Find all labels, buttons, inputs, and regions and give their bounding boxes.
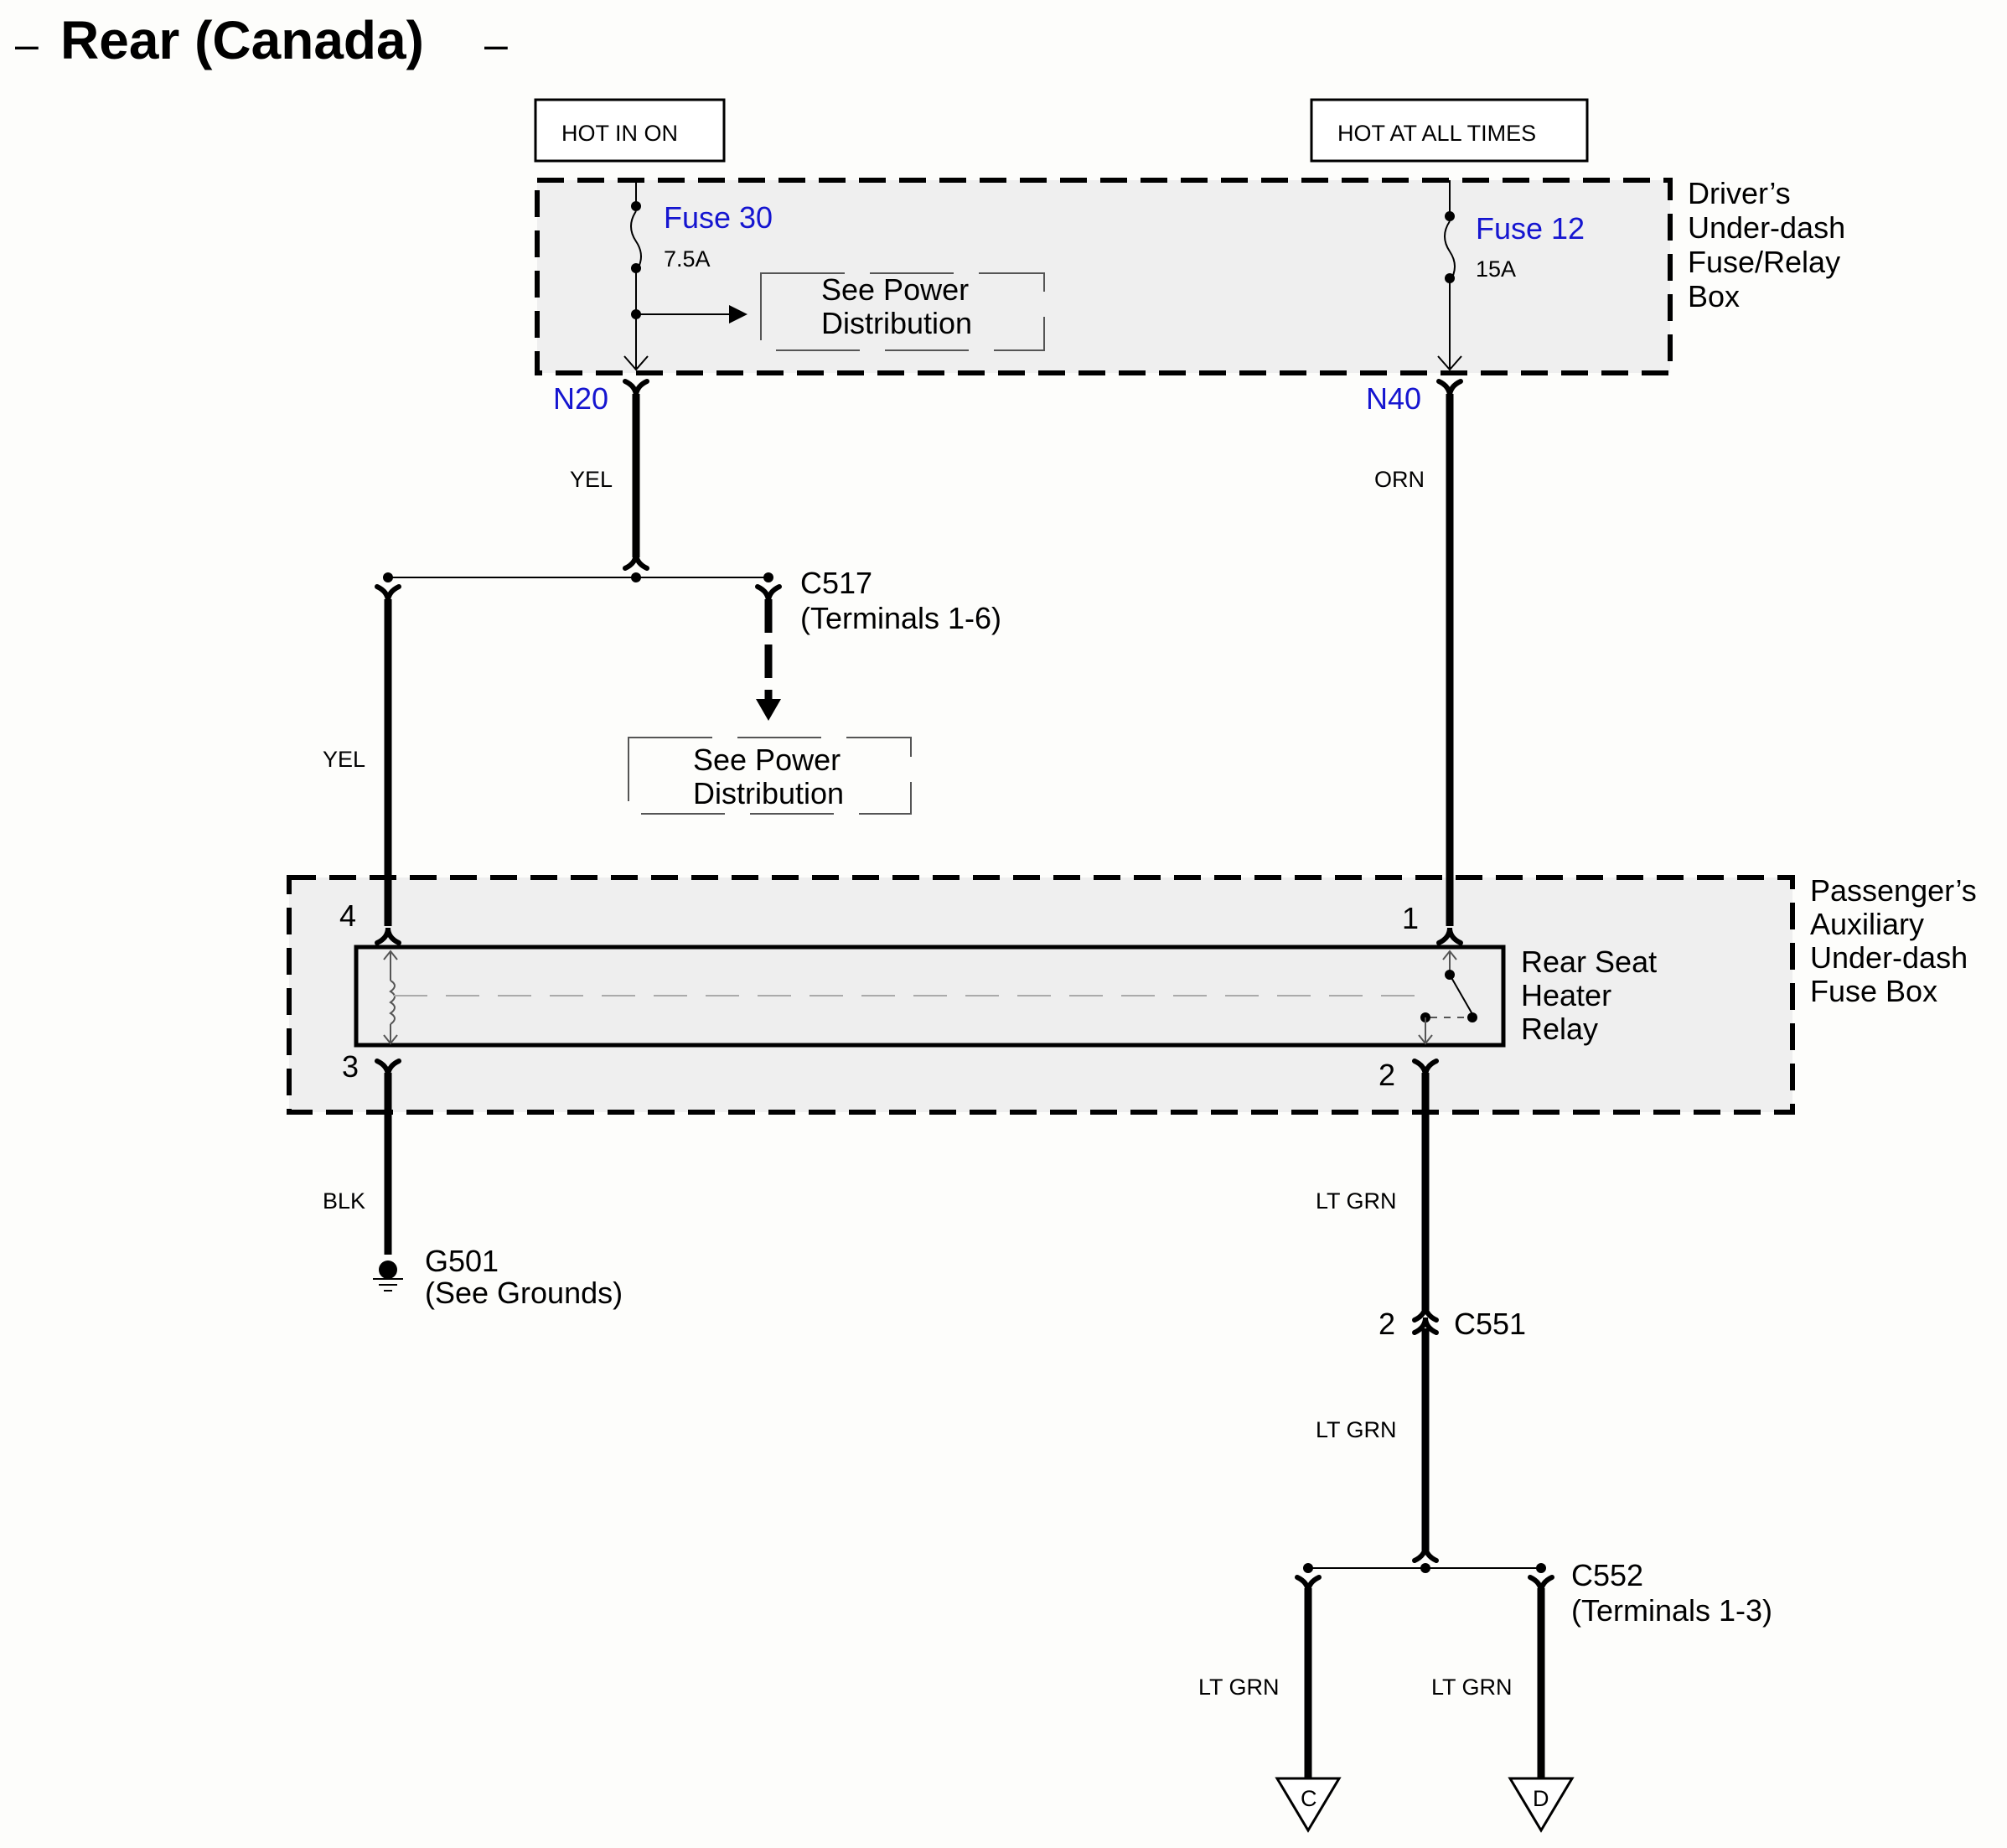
wire-yel-left-color: YEL: [323, 747, 365, 772]
c551-connector-top-icon: [1412, 1304, 1439, 1323]
hot-at-all-times-label: HOT AT ALL TIMES: [1337, 121, 1536, 146]
wire-ltgrn-1-color: LT GRN: [1316, 1188, 1397, 1214]
relay-label-3: Relay: [1521, 1012, 1598, 1046]
see-power-dist-2-line1[interactable]: See Power: [693, 743, 841, 777]
c551-label: C551: [1454, 1307, 1526, 1341]
ground-note[interactable]: (See Grounds): [425, 1276, 623, 1310]
fuse-12-label: Fuse 12: [1476, 211, 1585, 246]
relay-coil-icon: [389, 980, 396, 1025]
pin-4-connector-icon: [375, 927, 401, 945]
fuse-30-label: Fuse 30: [664, 200, 773, 235]
relay-label-2: Heater: [1521, 978, 1611, 1012]
ground-icon: [373, 1260, 403, 1292]
passenger-box-label-4: Fuse Box: [1810, 974, 1937, 1008]
fuse-12-icon: [1444, 220, 1456, 282]
pin-4-label: 4: [339, 898, 356, 933]
continuation-d-label: D: [1533, 1786, 1549, 1811]
hot-in-on-label: HOT IN ON: [561, 121, 678, 146]
driver-fuse-relay-box: Fuse 30 7.5A See Power Distribution Fuse…: [535, 176, 1845, 375]
title-dash-right: –: [484, 21, 508, 68]
page-title: Rear (Canada): [60, 10, 424, 70]
fuse-12-rating: 15A: [1476, 256, 1516, 282]
fuse-30-rating: 7.5A: [664, 246, 711, 272]
pin-2-label: 2: [1379, 1058, 1395, 1092]
passenger-box-label-3: Under-dash: [1810, 940, 1968, 975]
arrow-down-icon: [756, 699, 781, 721]
wire-ltgrn-2-color: LT GRN: [1316, 1417, 1397, 1442]
c517-terminals: (Terminals 1-6): [800, 601, 1001, 635]
continuation-c-icon[interactable]: C: [1275, 1777, 1342, 1833]
driver-box-label-3: Fuse/Relay: [1688, 245, 1840, 279]
driver-box-label-1: Driver’s: [1688, 176, 1791, 210]
see-power-dist-1-line1[interactable]: See Power: [821, 272, 969, 307]
c551-connector-bottom-icon: [1412, 1317, 1439, 1335]
passenger-box-label-1: Passenger’s: [1810, 873, 1977, 908]
wire-ltgrn-c-color: LT GRN: [1198, 1675, 1280, 1700]
c552-connector-in-icon: [1412, 1545, 1439, 1563]
wire-blk-color: BLK: [323, 1188, 365, 1214]
passenger-aux-fuse-box: 4 1 Rear Seat Heater Relay 3 2 Passenger…: [287, 873, 1977, 1115]
c552-label: C552: [1571, 1558, 1643, 1592]
c552-terminals: (Terminals 1-3): [1571, 1593, 1772, 1628]
pin-1-label: 1: [1402, 901, 1419, 935]
pin-3-label: 3: [342, 1049, 359, 1084]
continuation-d-icon[interactable]: D: [1508, 1777, 1575, 1833]
ground-g501-label: G501: [425, 1244, 499, 1278]
c551-pin: 2: [1379, 1307, 1395, 1341]
arrow-right-icon: [729, 305, 747, 324]
wire-n40-color: ORN: [1374, 467, 1425, 492]
relay-switch-icon: [1449, 974, 1473, 1015]
terminal-n20: N20: [553, 381, 608, 416]
see-power-dist-1-line2[interactable]: Distribution: [821, 306, 972, 340]
c517-label: C517: [800, 566, 872, 600]
driver-box-label-4: Box: [1688, 279, 1740, 313]
driver-box-label-2: Under-dash: [1688, 210, 1845, 245]
wire-n20-color: YEL: [570, 467, 613, 492]
fuse-30-icon: [630, 210, 642, 272]
continuation-c-label: C: [1301, 1786, 1317, 1811]
relay-label-1: Rear Seat: [1521, 945, 1657, 979]
hot-in-on-box: HOT IN ON: [534, 98, 726, 163]
connector-c517-in-icon: [623, 552, 649, 571]
c552-junction: C552 (Terminals 1-3): [1295, 1558, 1772, 1628]
title-dash-left: –: [15, 21, 39, 68]
see-power-dist-2-line2[interactable]: Distribution: [693, 776, 844, 810]
pin-1-connector-icon: [1436, 927, 1463, 945]
terminal-n40: N40: [1366, 381, 1421, 416]
passenger-box-label-2: Auxiliary: [1810, 907, 1924, 941]
hot-at-all-times-box: HOT AT ALL TIMES: [1310, 98, 1589, 163]
c517-junction: C517 (Terminals 1-6): [375, 566, 1001, 635]
wire-ltgrn-d-color: LT GRN: [1431, 1675, 1513, 1700]
